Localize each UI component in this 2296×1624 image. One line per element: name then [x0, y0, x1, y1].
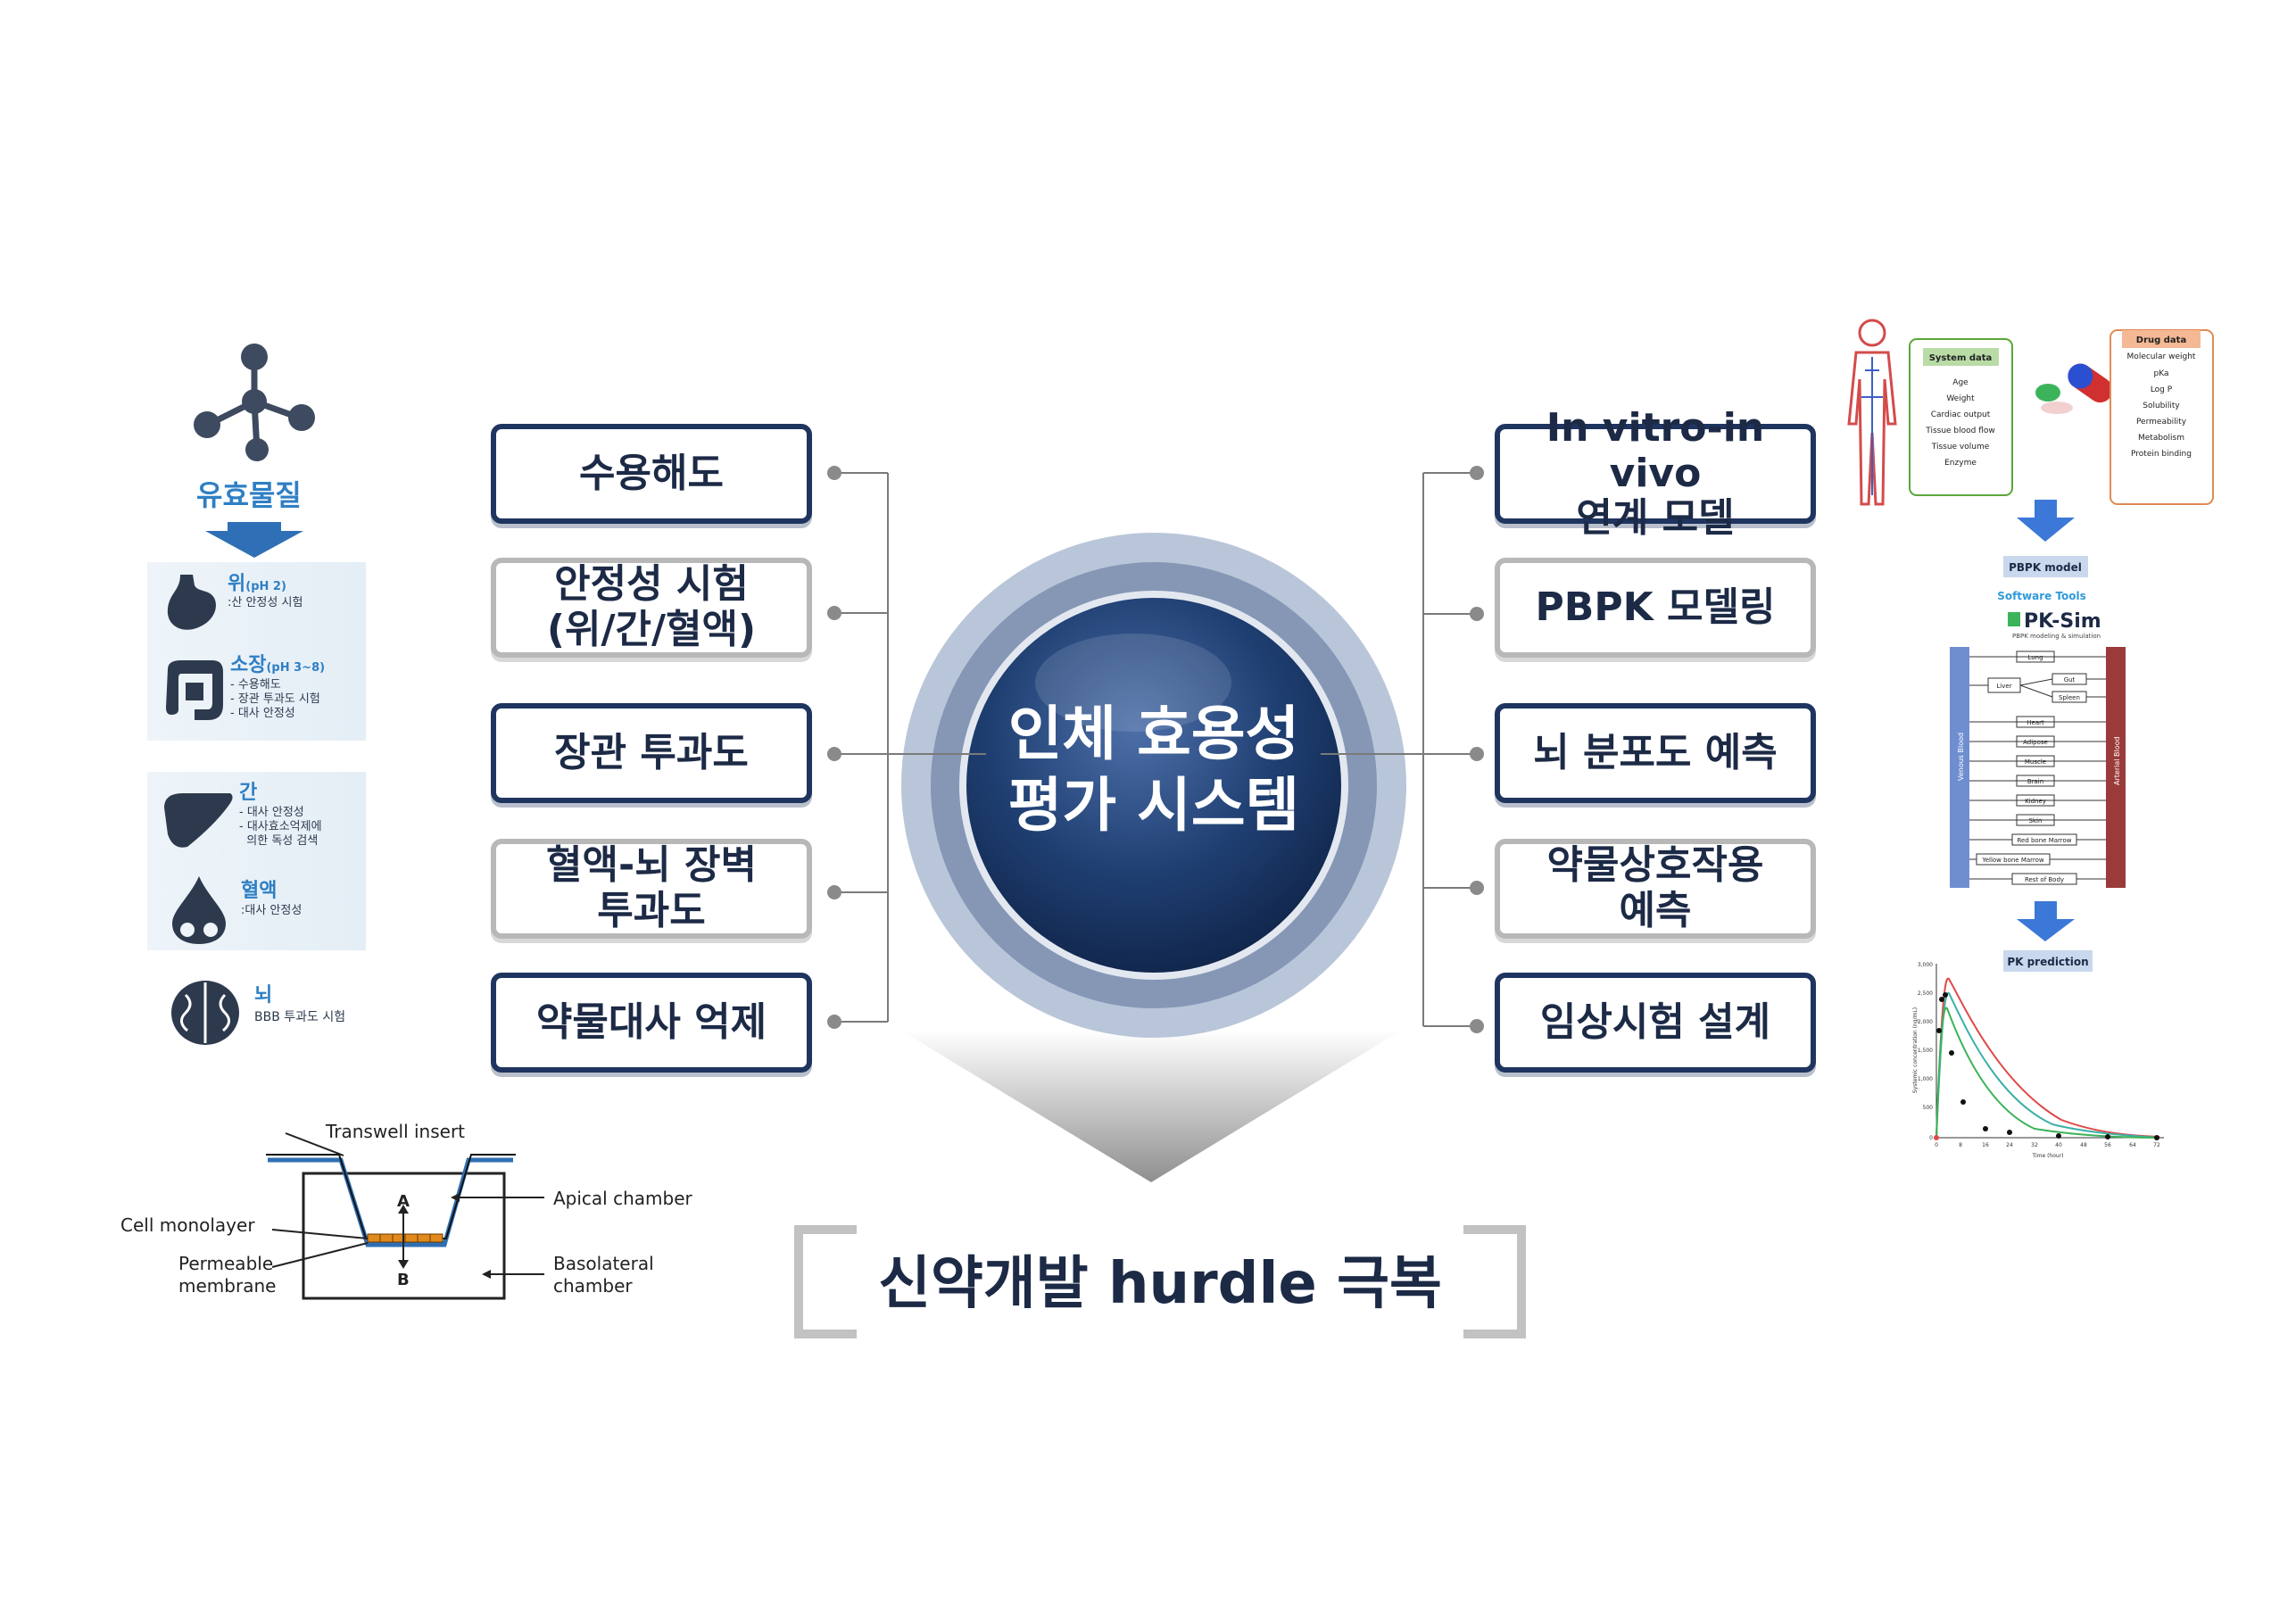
- basolateral-label-2: chamber: [553, 1275, 633, 1297]
- molecule-icon: [194, 344, 315, 461]
- organ-name: 위: [228, 573, 246, 595]
- pk-prediction-title: PK prediction: [2007, 956, 2088, 968]
- box-intestinal-permeability: 장관 투과도: [491, 703, 812, 803]
- down-arrow-shape: [901, 1031, 1401, 1182]
- svg-text:Protein binding: Protein binding: [2131, 450, 2192, 459]
- intestine-icon: [166, 660, 223, 720]
- blue-arrow-icon: [2017, 500, 2075, 542]
- organ-name: 뇌: [254, 984, 273, 1007]
- svg-text:Age: Age: [1952, 378, 1969, 387]
- svg-text:48: 48: [2080, 1142, 2087, 1148]
- svg-text:0: 0: [1929, 1135, 1933, 1141]
- svg-text:3,000: 3,000: [1918, 962, 1933, 968]
- drug-data-title: Drug data: [2136, 336, 2186, 345]
- organ-name: 소장: [230, 654, 267, 676]
- svg-text:16: 16: [1982, 1142, 1989, 1148]
- cell-monolayer-label: Cell monolayer: [120, 1214, 255, 1236]
- box-metabolism-inhibition: 약물대사 억제: [491, 973, 812, 1073]
- svg-text:24: 24: [2006, 1142, 2013, 1148]
- svg-text:56: 56: [2104, 1142, 2111, 1148]
- apical-label: Apical chamber: [553, 1188, 693, 1209]
- svg-text:1,500: 1,500: [1918, 1048, 1933, 1054]
- box-ivivc-model: In vitro-in vivo 연계 모델: [1495, 405, 1816, 541]
- svg-text:500: 500: [1923, 1105, 1934, 1111]
- transwell-diagram: Transwell insert Apical chamber Basolate…: [116, 1106, 714, 1312]
- svg-text:Gut: Gut: [2064, 676, 2076, 684]
- brain-icon: [171, 981, 239, 1045]
- svg-text:Metabolism: Metabolism: [2138, 434, 2184, 443]
- svg-text:8: 8: [1959, 1142, 1962, 1148]
- left-panel: 유효물질 위(pH 2) :산 안정성 시험 소장(pH 3~8) - 수용해도…: [134, 339, 402, 1071]
- svg-text:pKa: pKa: [2154, 369, 2169, 378]
- svg-text:Enzyme: Enzyme: [1944, 459, 1977, 468]
- svg-text:PBPK modeling & simulation: PBPK modeling & simulation: [2012, 633, 2101, 640]
- svg-text:40: 40: [2055, 1142, 2062, 1148]
- active-compound-title: 유효물질: [196, 478, 302, 512]
- box-clinical-trial-design: 임상시험 설계: [1495, 973, 1816, 1073]
- svg-text:Rest of Body: Rest of Body: [2025, 876, 2064, 883]
- svg-text:2,500: 2,500: [1918, 990, 1933, 997]
- stomach-icon: [167, 575, 216, 630]
- svg-text:Weight: Weight: [1946, 394, 1975, 403]
- membrane-label: membrane: [178, 1275, 276, 1297]
- svg-text:Tissue blood flow: Tissue blood flow: [1925, 427, 1995, 435]
- svg-text:2,000: 2,000: [1918, 1019, 1933, 1025]
- svg-text:Lung: Lung: [2027, 654, 2043, 661]
- blue-arrow-icon: [2017, 901, 2075, 941]
- organ-name: 혈액: [241, 880, 278, 902]
- blood-drop-icon: [172, 876, 226, 944]
- human-body-icon: [1847, 319, 1897, 506]
- box-pbpk-modeling: PBPK 모델링: [1495, 558, 1816, 658]
- basolateral-label: Basolateral: [553, 1253, 654, 1274]
- down-arrow-icon: [205, 522, 303, 558]
- software-tools-label: Software Tools: [1997, 590, 2086, 602]
- transwell-insert-label: Transwell insert: [325, 1121, 465, 1142]
- svg-text:Log P: Log P: [2151, 385, 2173, 394]
- svg-text:0: 0: [1935, 1142, 1938, 1148]
- box-brain-distribution: 뇌 분포도 예측: [1495, 703, 1816, 803]
- svg-text:Arterial Blood: Arterial Blood: [2113, 736, 2121, 785]
- pksim-logo: PK-Sim: [2024, 610, 2101, 633]
- svg-text:72: 72: [2153, 1142, 2160, 1148]
- system-data-title: System data: [1929, 353, 1993, 363]
- svg-text:64: 64: [2129, 1142, 2136, 1148]
- svg-text:Permeability: Permeability: [2136, 418, 2187, 427]
- organ-name: 간: [239, 782, 258, 804]
- svg-text:Skin: Skin: [2029, 817, 2043, 824]
- bottom-banner: 신약개발 hurdle 극복: [878, 1251, 1442, 1317]
- svg-text:Spleen: Spleen: [2059, 694, 2080, 701]
- svg-text:Venous Blood: Venous Blood: [1957, 733, 1965, 781]
- svg-text:Heart: Heart: [2027, 719, 2044, 726]
- svg-text:32: 32: [2031, 1142, 2038, 1148]
- box-bbb-permeability: 혈액-뇌 장벽 투과도: [491, 839, 812, 939]
- svg-text:Cardiac output: Cardiac output: [1931, 410, 1991, 419]
- center-title-line1: 인체 효용성: [1008, 700, 1300, 768]
- permeable-label: Permeable: [178, 1253, 273, 1274]
- svg-text:Liver: Liver: [1996, 683, 2011, 690]
- pill-icon: [2035, 363, 2113, 414]
- right-panel: System data Age Weight Cardiac output Ti…: [1829, 317, 2222, 1173]
- svg-text:Kidney: Kidney: [2025, 798, 2046, 805]
- svg-text:Time (hour): Time (hour): [2031, 1153, 2063, 1159]
- liver-icon: [164, 793, 233, 848]
- svg-text:Tissue volume: Tissue volume: [1931, 443, 1990, 452]
- svg-text:Yellow bone Marrow: Yellow bone Marrow: [1981, 857, 2044, 864]
- svg-text:Solubility: Solubility: [2143, 402, 2180, 410]
- box-solubility: 수용해도: [491, 424, 812, 524]
- chamber-b-label: B: [397, 1271, 410, 1289]
- box-drug-interaction: 약물상호작용 예측: [1495, 839, 1816, 939]
- svg-text:Muscle: Muscle: [2025, 758, 2046, 766]
- pbpk-title: PBPK model: [2009, 561, 2082, 574]
- svg-text:Brain: Brain: [2027, 778, 2043, 785]
- chamber-a-label: A: [397, 1192, 410, 1211]
- svg-text:Molecular weight: Molecular weight: [2127, 352, 2196, 361]
- svg-text:Adipose: Adipose: [2023, 739, 2048, 746]
- svg-text:Systemic concentration (ng/mL): Systemic concentration (ng/mL): [1912, 1007, 1919, 1093]
- svg-text:Red bone Marrow: Red bone Marrow: [2017, 837, 2071, 844]
- svg-text:1,000: 1,000: [1918, 1076, 1933, 1082]
- box-stability: 안정성 시험 (위/간/혈액): [491, 558, 812, 658]
- center-title-line2: 평가 시스템: [1008, 771, 1300, 840]
